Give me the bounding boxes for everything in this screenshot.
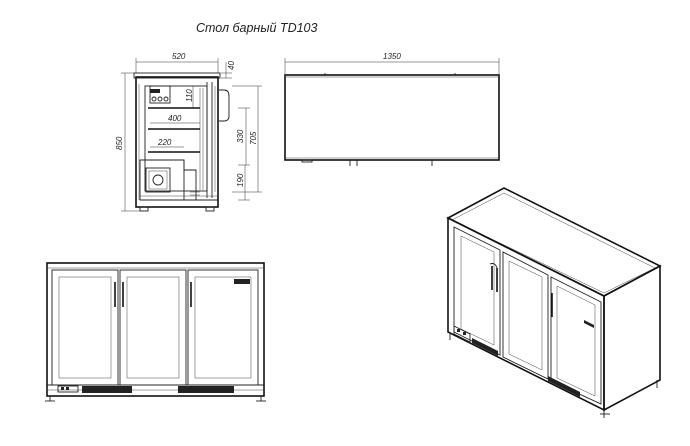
- dim-1350: 1350: [383, 52, 401, 61]
- dim-330: 330: [236, 129, 245, 143]
- dim-190: 190: [236, 173, 245, 187]
- side-section-view: [133, 72, 230, 212]
- dim-110: 110: [185, 89, 194, 102]
- isometric-view: [446, 187, 662, 418]
- drawing-title: Стол барный TD103: [196, 21, 318, 35]
- dim-520: 520: [172, 52, 186, 61]
- dim-850: 850: [115, 136, 124, 150]
- dim-705: 705: [249, 131, 258, 145]
- dim-400: 400: [168, 114, 182, 123]
- front-view: [45, 262, 266, 402]
- top-view: [284, 73, 500, 166]
- dim-220: 220: [157, 138, 172, 147]
- dim-40: 40: [227, 61, 236, 70]
- top-view-dimensions: 1350: [284, 52, 500, 74]
- side-view-dimensions: 520 40 850 110 400 330 705 220 190: [115, 52, 262, 212]
